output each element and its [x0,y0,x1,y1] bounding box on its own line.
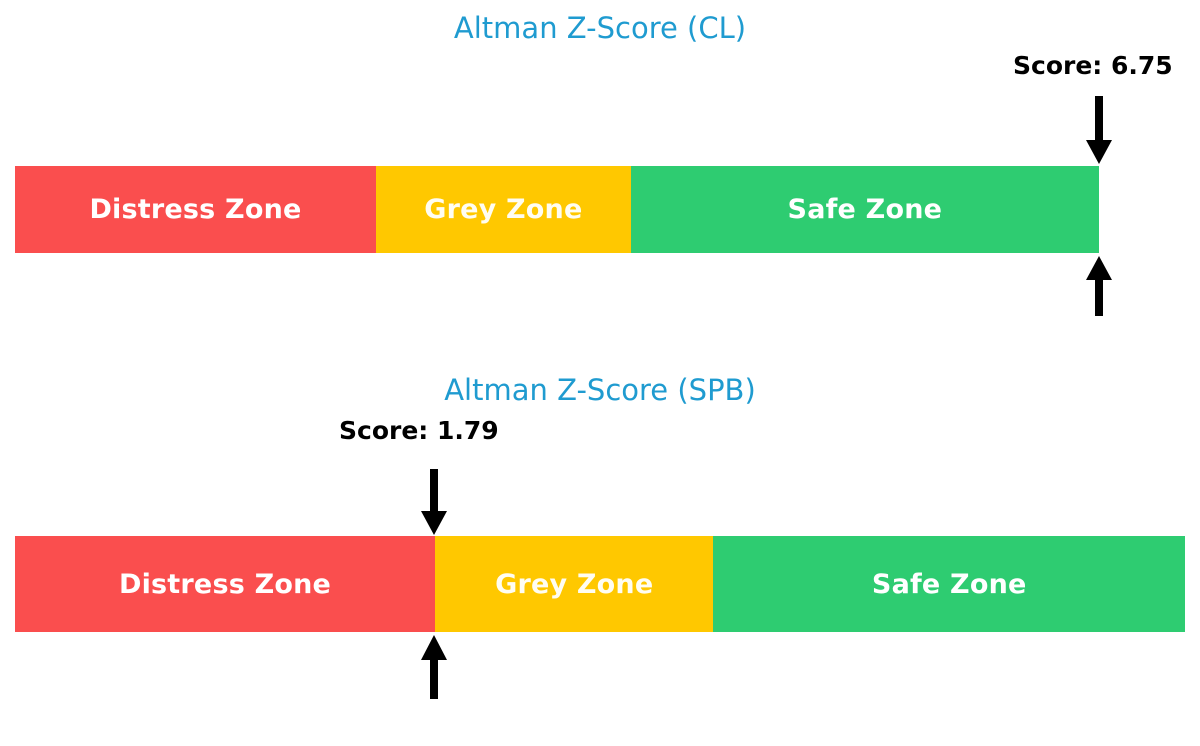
zone-distress-spb[interactable]: Distress Zone [15,536,436,632]
arrow-down-icon-spb [420,469,448,537]
zone-safe-spb[interactable]: Safe Zone [713,536,1185,632]
zone-distress-cl[interactable]: Distress Zone [15,166,376,253]
arrow-down-icon-cl [1085,96,1113,166]
arrow-up-icon-cl [1085,256,1113,318]
altman-zscore-cl-chart: Altman Z-Score (CL) Score: 6.75 Distress… [15,11,1173,318]
zone-grey-spb[interactable]: Grey Zone [435,536,714,632]
score-label-cl: Score: 6.75 [1013,51,1173,80]
altman-zscore-spb-chart: Altman Z-Score (SPB) Score: 1.79 Distres… [0,361,1200,746]
zone-label-distress-cl: Distress Zone [89,194,302,225]
zone-safe-cl[interactable]: Safe Zone [630,166,1099,253]
chart-title-spb: Altman Z-Score (SPB) [444,373,756,407]
zone-label-grey-spb: Grey Zone [495,568,654,600]
zone-bar-cl: Distress Zone Grey Zone Safe Zone [15,166,1099,253]
zone-label-safe-spb: Safe Zone [871,568,1027,600]
zone-label-distress-spb: Distress Zone [118,568,332,600]
score-label-spb: Score: 1.79 [339,416,499,445]
arrow-up-icon-spb [420,635,448,701]
zone-bar-spb: Distress Zone Grey Zone Safe Zone [15,536,1185,632]
zone-label-grey-cl: Grey Zone [424,194,583,225]
zone-grey-cl[interactable]: Grey Zone [375,166,631,253]
zone-label-safe-cl: Safe Zone [787,194,943,225]
chart-title-cl: Altman Z-Score (CL) [453,11,747,45]
